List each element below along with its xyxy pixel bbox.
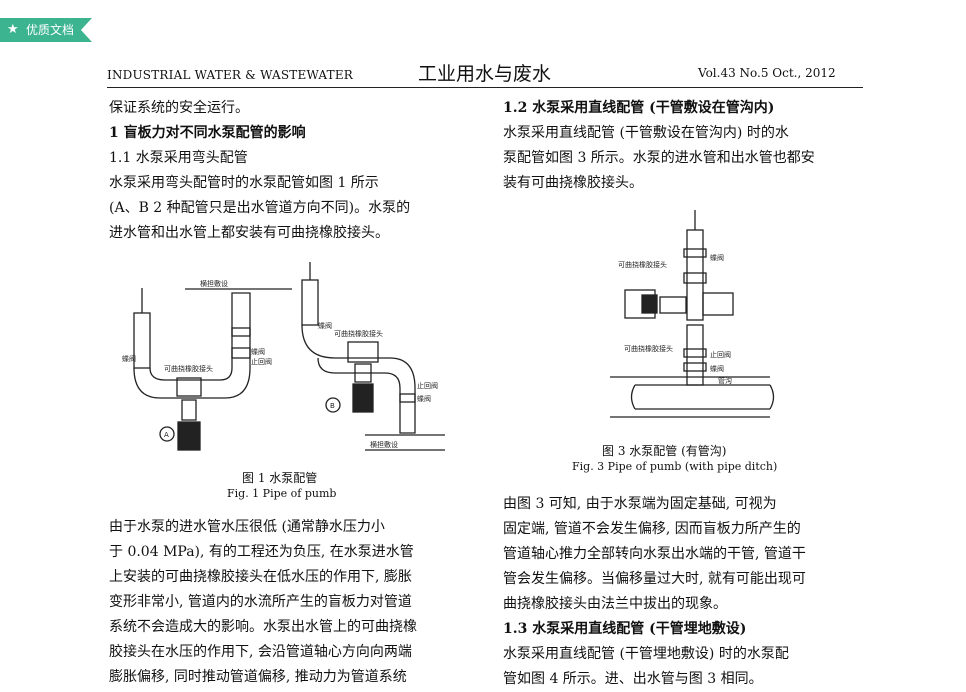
fig1-b-mark: B bbox=[330, 402, 335, 410]
fig1-b-check: 止回阀 bbox=[417, 381, 438, 390]
right-para2-line-3: 管道轴心推力全部转向水泵出水端的干管, 管道干 bbox=[503, 546, 806, 562]
quality-doc-badge: ★ 优质文档 bbox=[0, 18, 92, 42]
section-1-heading: 1 盲板力对不同水泵配管的影响 bbox=[109, 125, 306, 141]
figure-3-caption: 图 3 水泵配管 (有管沟) bbox=[602, 444, 727, 458]
left-line-5: (A、B 2 种配管只是出水管道方向不同)。水泵的 bbox=[109, 200, 411, 216]
right-para2-line-4: 管会发生偏移。当偏移量过大时, 就有可能出现可 bbox=[503, 571, 806, 587]
journal-name-cn: 工业用水与废水 bbox=[418, 63, 552, 85]
figure-1-caption-en: Fig. 1 Pipe of pumb bbox=[227, 487, 337, 500]
right-para2-line-2: 固定端, 管道不会发生偏移, 因而盲板力所产生的 bbox=[503, 521, 801, 537]
fig3-joint-mid: 可曲挠橡胶接头 bbox=[624, 344, 673, 353]
left-para2-line-3: 上安装的可曲挠橡胶接头在低水压的作用下, 膨胀 bbox=[109, 569, 412, 585]
fig3-valve-mid: 蝶阀 bbox=[710, 364, 724, 373]
right-para2-line-5: 曲挠橡胶接头由法兰中拔出的现象。 bbox=[503, 596, 727, 612]
fig3-check: 止回阀 bbox=[710, 350, 731, 359]
section-1-2-heading: 1.2 水泵采用直线配管 (干管敷设在管沟内) bbox=[503, 100, 775, 116]
fig1-b-valve: 蝶阀 bbox=[318, 321, 332, 330]
right-para2-line-7: 水泵采用直线配管 (干管埋地敷设) 时的水泵配 bbox=[503, 646, 789, 662]
left-line-1: 保证系统的安全运行。 bbox=[109, 100, 249, 116]
left-para2-line-5: 系统不会造成大的影响。水泵出水管上的可曲挠橡 bbox=[109, 619, 417, 635]
journal-name-en: INDUSTRIAL WATER & WASTEWATER bbox=[107, 68, 354, 82]
left-para2-line-2: 于 0.04 MPa), 有的工程还为负压, 在水泵进水管 bbox=[109, 544, 414, 560]
right-line-4: 装有可曲挠橡胶接头。 bbox=[503, 175, 643, 191]
issue-info: Vol.43 No.5 Oct., 2012 bbox=[698, 66, 836, 80]
star-icon: ★ bbox=[7, 22, 19, 37]
left-para2-line-6: 胶接头在水压的作用下, 会沿管道轴心方向向两端 bbox=[109, 644, 412, 660]
right-line-3: 泵配管如图 3 所示。水泵的进水管和出水管也都安 bbox=[503, 150, 815, 166]
left-para2-line-4: 变形非常小, 管道内的水流所产生的盲板力对管道 bbox=[109, 594, 412, 610]
fig1-a-check: 止回阀 bbox=[251, 357, 272, 366]
section-1-1-heading: 1.1 水泵采用弯头配管 bbox=[109, 150, 248, 166]
fig3-ditch: 管沟 bbox=[718, 376, 732, 385]
figure-1-diagram: 横担敷设 A 蝶阀 可曲挠橡胶接头 蝶阀 止回阀 B 横担敷设 蝶阀 可曲挠橡胶… bbox=[122, 262, 445, 451]
fig3-valve-top: 蝶阀 bbox=[710, 253, 724, 262]
fig1-a-support-label: 横担敷设 bbox=[200, 279, 228, 288]
badge-label: 优质文档 bbox=[26, 23, 75, 37]
left-line-6: 进水管和出水管上都安装有可曲挠橡胶接头。 bbox=[109, 225, 389, 241]
fig1-a-joint: 可曲挠橡胶接头 bbox=[164, 364, 213, 373]
fig1-a-mark: A bbox=[164, 431, 169, 439]
fig1-a-valve-right: 蝶阀 bbox=[251, 347, 265, 356]
fig1-b-support: 横担敷设 bbox=[370, 440, 398, 449]
left-line-4: 水泵采用弯头配管时的水泵配管如图 1 所示 bbox=[109, 175, 379, 191]
right-line-2: 水泵采用直线配管 (干管敷设在管沟内) 时的水 bbox=[503, 125, 789, 141]
left-para2-line-1: 由于水泵的进水管水压很低 (通常静水压力小 bbox=[109, 519, 385, 535]
right-para2-line-8: 管如图 4 所示。进、出水管与图 3 相同。 bbox=[503, 671, 763, 687]
fig1-b-valve2: 蝶阀 bbox=[417, 394, 431, 403]
figure-3-diagram: 可曲挠橡胶接头 蝶阀 可曲挠橡胶接头 止回阀 蝶阀 管沟 bbox=[610, 210, 775, 418]
header-rule bbox=[107, 87, 863, 88]
fig3-joint-top: 可曲挠橡胶接头 bbox=[618, 260, 667, 269]
figure-3-caption-en: Fig. 3 Pipe of pumb (with pipe ditch) bbox=[572, 460, 778, 473]
fig1-b-joint: 可曲挠橡胶接头 bbox=[334, 329, 383, 338]
left-para2-line-7: 膨胀偏移, 同时推动管道偏移, 推动力为管道系统 bbox=[109, 669, 407, 685]
right-para2-line-1: 由图 3 可知, 由于水泵端为固定基础, 可视为 bbox=[503, 496, 777, 512]
figure-1-caption: 图 1 水泵配管 bbox=[242, 471, 318, 485]
section-1-3-heading: 1.3 水泵采用直线配管 (干管埋地敷设) bbox=[503, 621, 747, 637]
fig1-a-valve-left: 蝶阀 bbox=[122, 354, 136, 363]
